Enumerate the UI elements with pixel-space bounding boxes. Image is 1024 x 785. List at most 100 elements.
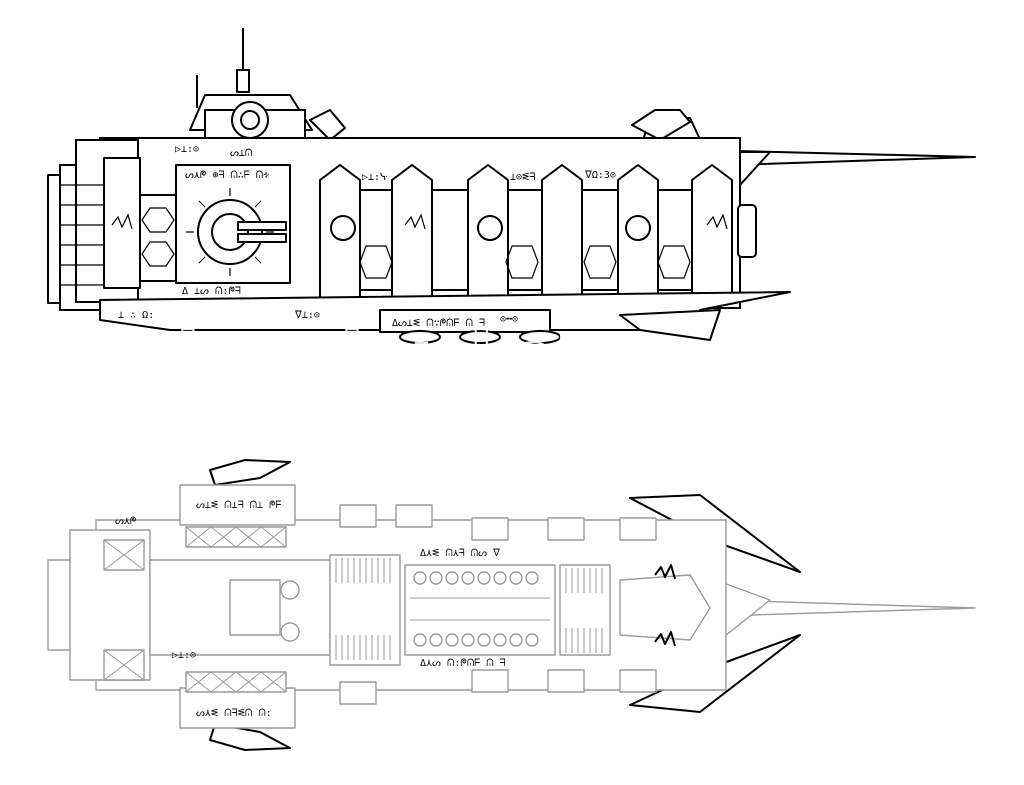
crate-panel xyxy=(339,681,377,705)
tube xyxy=(445,571,459,585)
crate-x xyxy=(185,526,287,548)
crate-row xyxy=(103,504,657,705)
crate-x xyxy=(103,649,145,681)
wing-section-lower xyxy=(179,687,296,729)
reactor-core xyxy=(229,579,281,636)
glyph-label: ᐁ⊥:⊙ xyxy=(295,310,320,321)
hex-node xyxy=(141,241,175,267)
bay-module xyxy=(507,189,543,291)
antenna-base xyxy=(236,69,250,93)
glyph-label: Δᔕ⊥ᓬ ᕬ∵ᖘᕬᖴ ᕬ ᖷ xyxy=(392,318,485,329)
tube xyxy=(413,571,427,585)
crate-strip xyxy=(185,526,287,548)
tube xyxy=(493,571,507,585)
glyph-label: ᔕ⋏ᖘ xyxy=(115,516,136,527)
engine-ribs xyxy=(60,184,104,286)
bay-pylon xyxy=(541,164,583,299)
tube xyxy=(429,571,443,585)
keel-fin xyxy=(619,309,721,341)
bay-pylon xyxy=(691,164,733,299)
crate-x xyxy=(185,671,287,693)
tube xyxy=(461,633,475,647)
glyph-label: Δ ⊥ᔕ ᕬ:ᖘᖷ xyxy=(182,286,241,297)
tube xyxy=(509,571,523,585)
glyph-label: ᐁΩ:3⊙ xyxy=(585,170,616,181)
rosette xyxy=(625,215,651,241)
glyph-label: ᔕ⋏ᓬ ᕬᖷᓬᕬ ᕬ: xyxy=(196,708,272,719)
wing-section-upper xyxy=(179,484,296,526)
radar-dish xyxy=(309,109,346,141)
crate-panel xyxy=(339,504,377,528)
tube xyxy=(525,571,539,585)
ship-top-view: ᔕ⊥ᓬ ᕬ⊥ᖷ ᕬ⊥ ᖘᖴ ᔕ⋏ᖘ Δ⋏ᓬ ᕬ⋏ᖷ ᕬᔕ ᐁ ▷⊥:⊙ Δ⋏ᔕ … xyxy=(47,459,976,751)
cog-teeth xyxy=(186,188,274,276)
tube xyxy=(445,633,459,647)
prow-chamber xyxy=(619,574,711,641)
bay-row xyxy=(111,164,733,299)
glyph-label: ▷⊥:⊙ xyxy=(175,144,199,155)
gun-barrel xyxy=(237,221,287,231)
hull-panel-aft xyxy=(103,157,141,289)
glyph-label: ▷⊥:ᓷ xyxy=(362,172,388,183)
wing-upper xyxy=(209,459,291,486)
lightning-mark xyxy=(111,213,728,230)
crate-panel xyxy=(547,517,585,541)
watermark: Photobucket xyxy=(130,320,585,394)
crate-strip xyxy=(185,671,287,693)
gun-barrel xyxy=(237,233,287,243)
keel-pod xyxy=(459,330,501,344)
hex-node xyxy=(583,245,617,279)
sensor-dish-inner xyxy=(240,110,260,130)
glyph-label: ᔕ⊥ᓬ ᕬ⊥ᖷ ᕬ⊥ ᖘᖴ xyxy=(196,500,282,511)
tube xyxy=(461,571,475,585)
tube xyxy=(509,633,523,647)
forward-grille-lines xyxy=(565,568,603,653)
tube xyxy=(413,633,427,647)
glyph-label: Δ⋏ᔕ ᕬ:ᖘᕬᖴ ᕬ ᖷ xyxy=(420,658,506,669)
glyph-label: ⊙╍⊙ xyxy=(500,314,518,325)
tube xyxy=(493,633,507,647)
crate-panel xyxy=(471,669,509,693)
keel-pod xyxy=(399,330,441,344)
crate-panel xyxy=(547,669,585,693)
bay-module xyxy=(657,189,693,291)
grille-lines xyxy=(335,558,391,660)
bay-module xyxy=(431,189,469,291)
hex-node xyxy=(505,245,539,279)
crate-x xyxy=(103,539,145,571)
tube xyxy=(477,633,491,647)
hex-node xyxy=(141,207,175,233)
reactor-port xyxy=(280,622,300,642)
tube-row-lower xyxy=(413,633,539,647)
bow-port xyxy=(737,204,757,258)
glyph-label: ᔕ⋏ᖘ ⊕ᖷ ᕬ∴ᖴ ᕬ∻ xyxy=(185,170,269,181)
hex-node xyxy=(359,245,393,279)
rosette xyxy=(477,215,503,241)
crate-panel xyxy=(395,504,433,528)
glyph-label: ⊥⊙ᓬᖷ xyxy=(510,172,535,183)
tube xyxy=(429,633,443,647)
glyph-label: ᔕ⊥ᕬ xyxy=(230,148,252,159)
bay-pylon xyxy=(391,164,433,299)
glyph-label: ⊥ ∴ Ω: xyxy=(118,310,154,321)
reactor-port xyxy=(280,580,300,600)
ship-side-view: ▷⊥:⊙ ᔕ⊥ᕬ ᔕ⋏ᖘ ⊕ᖷ ᕬ∴ᖴ ᕬ∻ ▷⊥:ᓷ ⊥⊙ᓬᖷ ᐁΩ:3⊙ ⊥… xyxy=(47,28,976,344)
tube xyxy=(525,633,539,647)
keel-pod xyxy=(519,330,561,344)
hex-column xyxy=(139,194,177,282)
hex-node xyxy=(657,245,691,279)
crate-panel xyxy=(619,517,657,541)
rosette xyxy=(330,215,356,241)
bay-module xyxy=(359,189,393,291)
rail-lines xyxy=(410,597,550,621)
crate-panel xyxy=(471,517,509,541)
bay-module xyxy=(581,189,619,291)
lightning-mark xyxy=(654,564,676,647)
glyph-label: ▷⊥:⊙ xyxy=(172,650,196,661)
glyph-label: Δ⋏ᓬ ᕬ⋏ᖷ ᕬᔕ ᐁ xyxy=(420,548,500,559)
tube-row-upper xyxy=(413,571,539,585)
cog-emblem-core xyxy=(211,213,249,251)
tube xyxy=(477,571,491,585)
